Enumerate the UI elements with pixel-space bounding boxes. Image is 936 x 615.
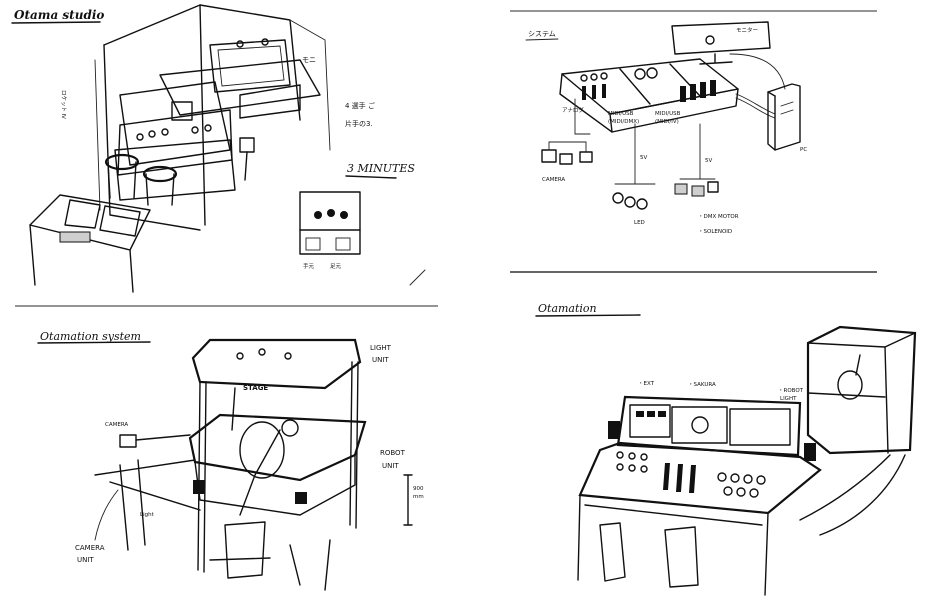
lamp-stand (239, 137, 255, 181)
note-hand-position: 手元 (303, 262, 315, 270)
robot-light-label-1: ・ROBOT (778, 388, 804, 394)
height-dimension (403, 474, 413, 526)
panel-title: システム (528, 30, 556, 38)
panel-system: システム モニター アナログ MIDI/USB (MID (500, 14, 900, 264)
stools (104, 153, 178, 206)
panel-title: Otamation system (40, 330, 141, 343)
height-unit: mm (413, 494, 424, 500)
light-unit-label-2: UNIT (372, 356, 389, 364)
note-hands: 片手の3. (345, 119, 373, 128)
robot-unit (188, 413, 367, 516)
motor-label: ・DMX MOTOR (698, 214, 739, 220)
ext-label: ・EXT (638, 381, 655, 387)
stage-label: STAGE (243, 384, 268, 392)
chair (209, 521, 271, 579)
midi-sublabel-2: (MIDI/IV) (655, 119, 679, 125)
booth-frame (94, 4, 331, 231)
chairs (599, 522, 699, 588)
console (114, 81, 236, 201)
note-players: 4 選手 ご (345, 101, 375, 110)
solenoid-label: ・SOLENOID (698, 229, 732, 235)
motor-cluster (674, 123, 719, 197)
v5-label-1: 5V (640, 155, 647, 161)
led-label: LED (634, 220, 645, 226)
robot-box (806, 325, 917, 455)
panel-title: Otamation (538, 302, 597, 315)
pc-tower (767, 83, 801, 151)
v5-label-2: 5V (705, 158, 712, 164)
light-unit (191, 338, 362, 390)
desk-sketch (29, 194, 151, 293)
height-value: 900 (413, 486, 424, 492)
system-sketch: システム モニター アナログ MIDI/USB (MID (525, 21, 807, 235)
midi-label-2: MIDI/USB (655, 111, 681, 117)
otamation-system-sketch: Otamation system LIGHT UNIT STAGE (37, 330, 424, 591)
console-left-label: アナログ (562, 106, 584, 114)
robot-light-label-2: LIGHT (780, 396, 797, 402)
note-monitor: モニ (302, 56, 316, 64)
light-label: Light (140, 512, 155, 518)
frame-posts (197, 361, 359, 573)
panel-title: Otama studio (14, 8, 104, 22)
sakura-label: ・SAKURA (688, 382, 716, 388)
light-unit-label-1: LIGHT (370, 344, 392, 352)
console (559, 58, 739, 133)
monitor (671, 21, 771, 65)
robot-unit-label-1: ROBOT (380, 449, 406, 457)
robot-unit-label-2: UNIT (382, 462, 399, 470)
panel-otama-studio: Otama studio (0, 0, 460, 300)
midi-sublabel-1: (MIDI/DMX) (608, 119, 639, 125)
otamation-sketch: Otamation ・ROBOT LIGHT (535, 302, 917, 596)
console (577, 395, 822, 596)
front-view-sketch (299, 191, 361, 255)
led-cluster (612, 123, 656, 210)
note-foot-position: 足元 (330, 263, 342, 270)
panel-otamation: Otamation ・ROBOT LIGHT (500, 285, 936, 615)
panel-otamation-system: Otamation system LIGHT UNIT STAGE (0, 310, 460, 615)
note-minutes: 3 MINUTES (347, 162, 415, 175)
camera-label: CAMERA (542, 177, 565, 183)
camera-label: CAMERA (105, 422, 128, 428)
midi-label-1: MIDI/USB (608, 111, 634, 117)
camera-unit-label-1: CAMERA (75, 544, 105, 552)
monitor-label: モニター (736, 26, 758, 34)
studio-sketch: Otama studio (11, 4, 426, 293)
camera-unit-label-2: UNIT (77, 556, 94, 564)
side-label: ロケット Ⅳ (60, 90, 67, 120)
pc-label: PC (800, 147, 807, 153)
camera-cluster (541, 98, 593, 165)
camera (94, 434, 201, 551)
